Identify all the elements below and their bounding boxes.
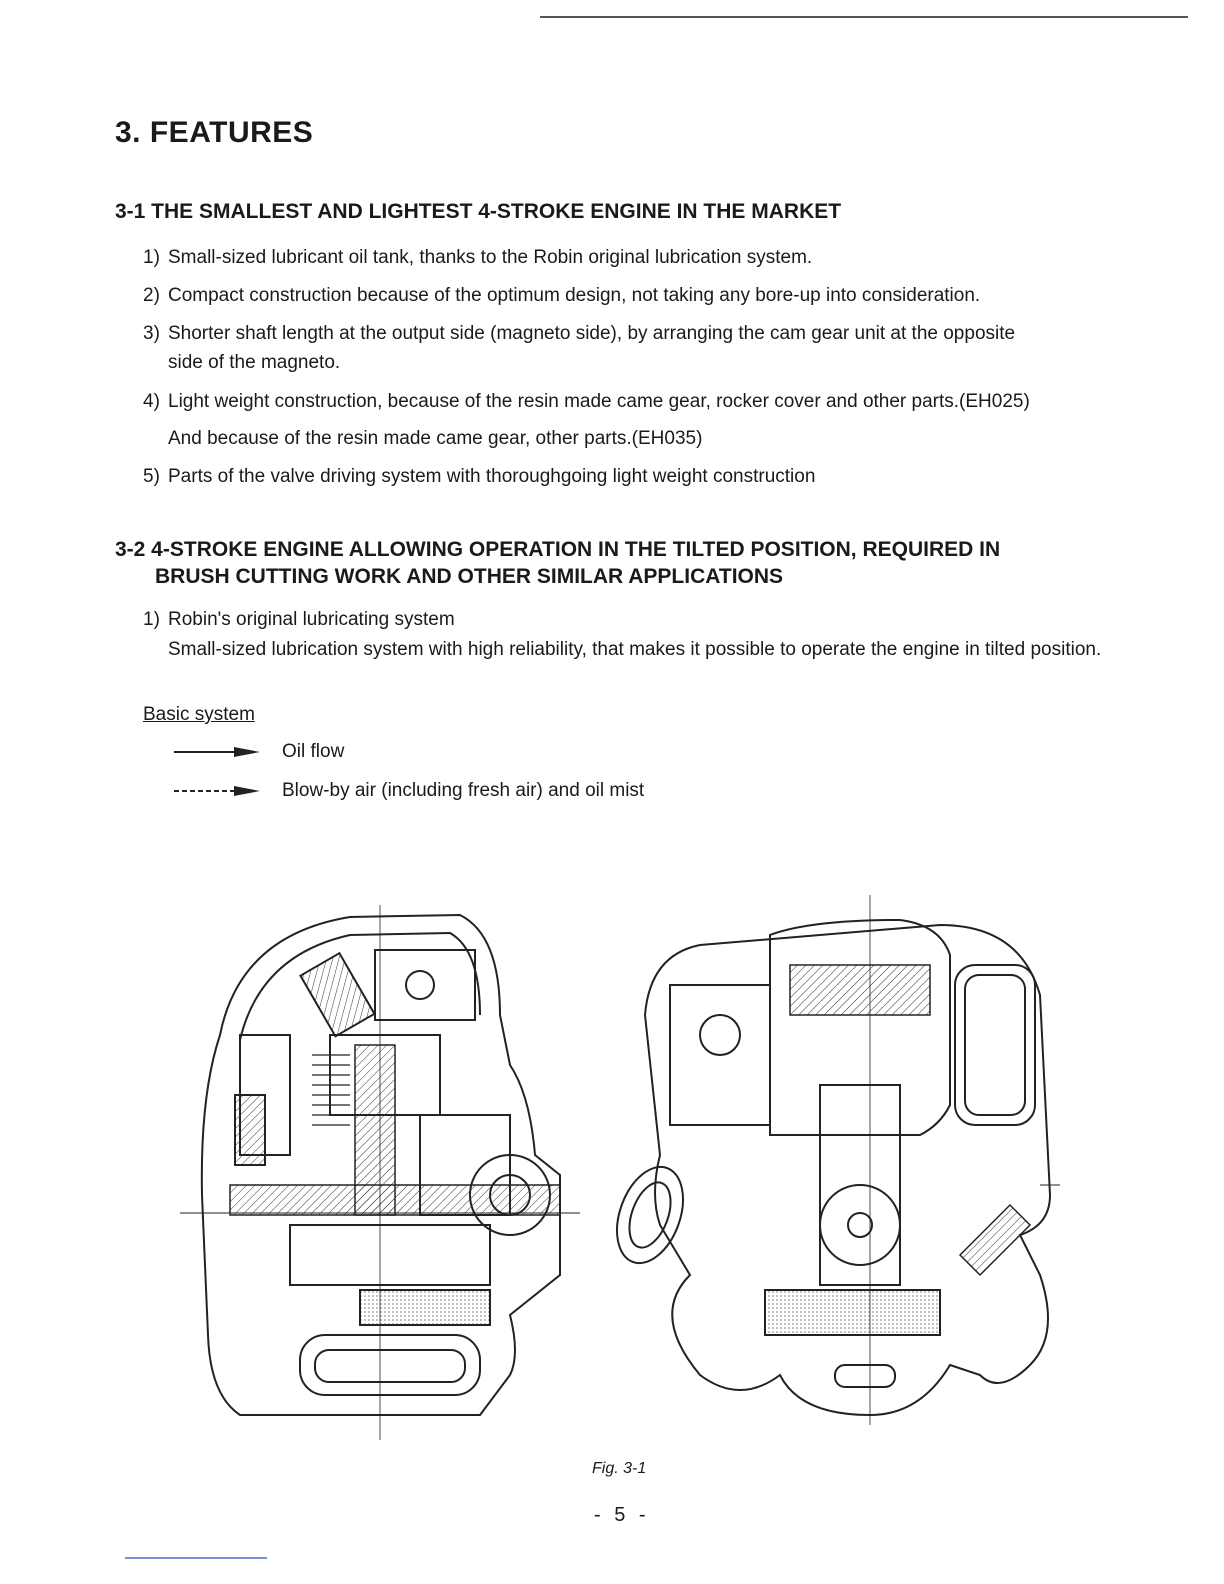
list-text: Compact construction because of the opti… — [168, 285, 981, 306]
list-text: Shorter shaft length at the output side … — [168, 323, 1016, 344]
heading-line: BRUSH CUTTING WORK AND OTHER SIMILAR APP… — [155, 565, 784, 588]
figure-caption: Fig. 3-1 — [592, 1460, 647, 1477]
engine-front-view-right — [616, 918, 1052, 1417]
subsection-heading-3-2: 3-2 4-STROKE ENGINE ALLOWING OPERATION I… — [115, 536, 1000, 590]
basic-system-label: Basic system — [143, 704, 255, 725]
list-number: 1) — [143, 247, 160, 268]
list-number: 2) — [143, 285, 160, 306]
list-number: 5) — [143, 466, 160, 487]
list-text: Robin's original lubricating system — [168, 609, 455, 630]
bottom-rule — [125, 1557, 267, 1559]
list-number: 1) — [143, 609, 160, 630]
list-item: 4) Light weight construction, because of … — [143, 387, 1133, 453]
dashed-arrow-icon — [174, 786, 260, 796]
legend-label: Oil flow — [282, 741, 345, 762]
list-item: 1) Small-sized lubricant oil tank, thanks… — [143, 243, 1133, 272]
section-title: 3. FEATURES — [115, 116, 314, 149]
list-item: 5) Parts of the valve driving system with… — [143, 462, 1133, 491]
subsection-heading-3-1: 3-1 THE SMALLEST AND LIGHTEST 4-STROKE E… — [115, 200, 842, 223]
page-number: - 5 - — [594, 1504, 650, 1526]
list-text: Parts of the valve driving system with t… — [168, 466, 816, 487]
engine-cross-section-figure — [180, 895, 1060, 1440]
list-text: Small-sized lubricant oil tank, thanks t… — [168, 247, 813, 268]
list-item: 2) Compact construction because of the op… — [143, 281, 1133, 310]
solid-arrow-icon — [174, 747, 260, 757]
paragraph: Small-sized lubrication system with high… — [168, 639, 1102, 660]
engine-side-view-left — [200, 913, 561, 1416]
list-text-continued: side of the magneto. — [168, 352, 341, 373]
list-item: 1) Robin's original lubricating system — [143, 605, 1133, 634]
legend-oil-flow: Oil flow — [172, 741, 872, 767]
list-text: Light weight construction, because of th… — [168, 391, 1030, 412]
legend-blow-by: Blow-by air (including fresh air) and oi… — [172, 780, 872, 806]
list-item: 3) Shorter shaft length at the output sid… — [143, 319, 1133, 377]
heading-line: 3-2 4-STROKE ENGINE ALLOWING OPERATION I… — [115, 538, 1001, 561]
list-number: 4) — [143, 391, 160, 412]
legend-label: Blow-by air (including fresh air) and oi… — [282, 780, 645, 801]
list-text-continued: And because of the resin made came gear,… — [168, 428, 703, 449]
list-number: 3) — [143, 323, 160, 344]
top-rule — [540, 16, 1188, 18]
